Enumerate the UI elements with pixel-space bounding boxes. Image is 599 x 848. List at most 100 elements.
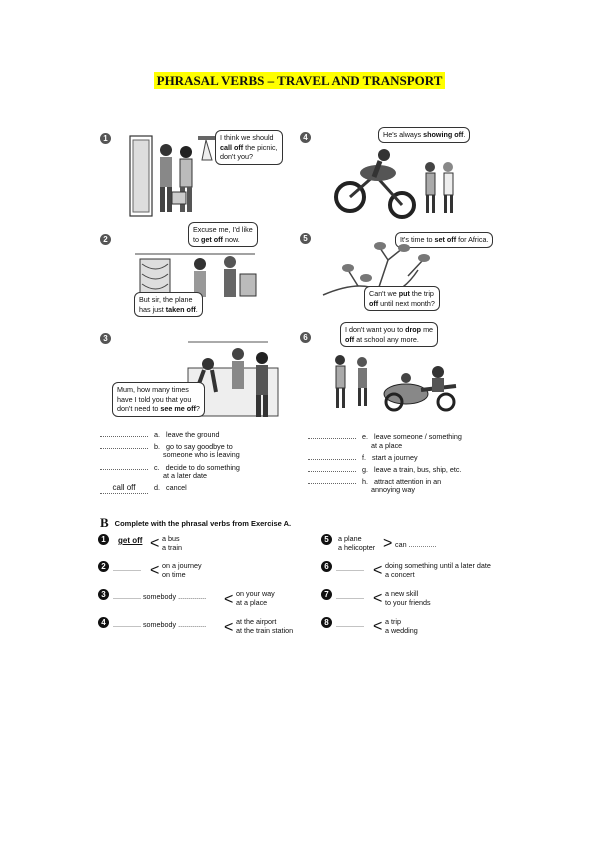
option: a trip: [385, 617, 401, 626]
definition-text: cancel: [166, 483, 187, 492]
exercise-number: 3: [98, 589, 109, 600]
option: a helicopter: [338, 543, 376, 552]
panel-2: 2 Excuse me, I'd like to get off now. Bu…: [100, 222, 290, 318]
exercise-blank[interactable]: ..............: [336, 620, 364, 629]
definition-d: call off d. cancel: [100, 483, 187, 494]
bubble-line: Mum, how many times: [117, 385, 189, 394]
title-text: PHRASAL VERBS – TRAVEL AND TRANSPORT: [153, 72, 446, 89]
chevron-left-icon: <: [150, 562, 160, 579]
bubble-line: Can't we put the trip: [369, 289, 434, 298]
definition-e-cont: at a place: [371, 441, 402, 451]
exercise-number: 1: [98, 534, 109, 545]
exercise-blank[interactable]: ..............: [336, 564, 364, 573]
bubble-line: off until next month?: [369, 298, 435, 308]
bubble-line: But sir, the plane: [139, 295, 193, 304]
definition-text: leave the ground: [166, 430, 220, 439]
chevron-left-icon: <: [224, 591, 234, 608]
definition-letter: b.: [154, 442, 160, 451]
option: a train: [162, 543, 182, 552]
exercise-answer[interactable]: get off: [118, 536, 143, 545]
exercise-number: 4: [98, 617, 109, 628]
bubble-line: call off the picnic,: [220, 142, 278, 152]
panel-6-illustration: [335, 355, 457, 412]
chevron-left-icon: <: [373, 590, 383, 607]
exercise-options: on a journey on time: [162, 561, 202, 579]
definition-letter: c.: [154, 463, 160, 472]
answer-filled[interactable]: call off: [100, 483, 148, 494]
speech-bubble: Can't we put the trip off until next mon…: [364, 286, 440, 311]
chevron-left-icon: <: [224, 619, 234, 636]
panel-number: 1: [100, 133, 111, 144]
bubble-line: have I told you that you: [117, 394, 192, 404]
definition-letter: d.: [154, 483, 160, 492]
bubble-line: has just taken off.: [139, 304, 198, 314]
chevron-left-icon: <: [150, 535, 160, 552]
exercise-blank[interactable]: ..............: [336, 592, 364, 601]
speech-bubble: I think we should call off the picnic, d…: [215, 130, 283, 165]
exercise-blank[interactable]: can ..............: [395, 540, 437, 549]
panel-number: 6: [300, 332, 311, 343]
exercise-blank[interactable]: ..............: [113, 564, 141, 573]
definitions-left: a. leave the ground b. go to say goodbye…: [100, 429, 300, 499]
bubble-line: don't you?: [220, 152, 253, 161]
answer-blank[interactable]: [308, 464, 356, 472]
exercise-blank[interactable]: .............. somebody ..............: [113, 620, 207, 629]
bubble-line: Excuse me, I'd like: [193, 225, 253, 234]
definition-letter: e.: [362, 432, 368, 441]
exercise-options: on your way at a place: [236, 589, 275, 607]
section-instruction: Complete with the phrasal verbs from Exe…: [114, 519, 292, 528]
option: a wedding: [385, 626, 418, 635]
exercise-number: 2: [98, 561, 109, 572]
speech-bubble: It's time to set off for Africa.: [395, 232, 494, 248]
speech-bubble: But sir, the plane has just taken off.: [134, 292, 203, 317]
definition-letter: a.: [154, 430, 160, 439]
panel-2-illustration: [135, 253, 257, 298]
definition-text: leave someone / something: [374, 432, 462, 441]
option: doing something until a later date: [385, 561, 491, 570]
definition-letter: g.: [362, 465, 368, 474]
exercise-4: 4 .............. somebody ..............…: [98, 617, 318, 641]
exercise-8: 8 .............. < a trip a wedding: [321, 617, 501, 641]
option: a new skill: [385, 589, 419, 598]
answer-blank[interactable]: [308, 476, 356, 484]
answer-blank[interactable]: [100, 462, 148, 470]
definition-letter: f.: [362, 453, 366, 462]
definition-text: attract attention in an: [374, 477, 442, 486]
panel-number: 3: [100, 333, 111, 344]
panel-4-illustration: [334, 149, 454, 219]
answer-blank[interactable]: [308, 431, 356, 439]
exercise-blank[interactable]: .............. somebody ..............: [113, 592, 207, 601]
chevron-right-icon: >: [383, 535, 393, 552]
page-title: PHRASAL VERBS – TRAVEL AND TRANSPORT: [0, 72, 599, 90]
option: at the airport: [236, 617, 277, 626]
definition-g: g. leave a train, bus, ship, etc.: [308, 464, 462, 475]
definition-text: someone who is leaving: [163, 450, 240, 459]
answer-blank[interactable]: [100, 441, 148, 449]
definition-text: at a later date: [163, 471, 207, 480]
panel-number: 4: [300, 132, 311, 143]
option: on time: [162, 570, 186, 579]
definition-h: h. attract attention in an: [308, 476, 441, 487]
definition-letter: h.: [362, 477, 368, 486]
panel-1: 1 I think we should call off the picnic,…: [100, 130, 290, 218]
speech-bubble: Excuse me, I'd like to get off now.: [188, 222, 258, 247]
exercise-options: a trip a wedding: [385, 617, 418, 635]
exercise-3: 3 .............. somebody ..............…: [98, 589, 318, 613]
speech-bubble: I don't want you to drop me off at schoo…: [340, 322, 439, 347]
speech-bubble: He's always showing off.: [378, 127, 471, 143]
exercise-options: a bus a train: [162, 534, 182, 552]
exercise-number: 7: [321, 589, 332, 600]
chevron-left-icon: <: [373, 618, 383, 635]
definition-a: a. leave the ground: [100, 429, 220, 440]
bubble-line: off at school any more.: [345, 334, 419, 344]
definition-f: f. start a journey: [308, 452, 418, 463]
definition-c-cont: at a later date: [163, 471, 207, 481]
exercise-options: at the airport at the train station: [236, 617, 293, 635]
bubble-line: to get off now.: [193, 234, 240, 244]
answer-blank[interactable]: [308, 452, 356, 460]
option: on your way: [236, 589, 275, 598]
option: a plane: [338, 534, 362, 543]
answer-blank[interactable]: [100, 429, 148, 437]
option: at a place: [236, 598, 268, 607]
panel-number: 2: [100, 234, 111, 245]
